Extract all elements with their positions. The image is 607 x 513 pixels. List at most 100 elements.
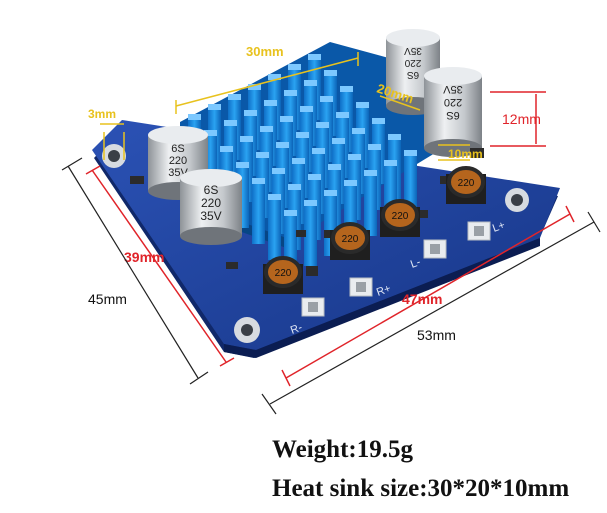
- heatsink-fin-top: [384, 160, 397, 166]
- heatsink-fin-top: [304, 200, 317, 206]
- mounting-hole-top-right: [505, 188, 529, 212]
- heatsink-fin-top: [204, 130, 217, 136]
- svg-text:35V: 35V: [200, 209, 221, 223]
- heatsink-fin-top: [352, 128, 365, 134]
- heatsink-fin-top: [288, 184, 301, 190]
- heatsink-fin: [304, 204, 317, 266]
- heatsink-fin-top: [372, 118, 385, 124]
- heatsink-fin: [252, 182, 265, 244]
- svg-text:L+: L+: [491, 219, 507, 235]
- heatsink-fin-top: [296, 132, 309, 138]
- svg-text:220: 220: [169, 155, 187, 167]
- output-pads: R- R+ L- L+: [289, 219, 507, 337]
- heatsink-fin-top: [312, 148, 325, 154]
- inductor-label: 220: [342, 234, 359, 245]
- heatsink-fin-top: [252, 178, 265, 184]
- heatsink-fin-top: [208, 104, 221, 110]
- svg-text:35V: 35V: [404, 45, 422, 56]
- heatsink-fin: [364, 174, 377, 236]
- heatsink: [180, 42, 440, 276]
- capacitor-marking: 6S: [446, 109, 459, 121]
- heatsink-length-label: 30mm: [246, 44, 284, 59]
- svg-text:R+: R+: [375, 283, 393, 299]
- hole-spacing-horizontal-label: 47mm: [402, 291, 442, 307]
- mounting-holes: [102, 144, 529, 343]
- inductor-coil: [447, 166, 485, 198]
- heatsink-fin-top: [340, 86, 353, 92]
- heatsink-fin-top: [248, 84, 261, 90]
- board-dimensions-red: [85, 91, 575, 387]
- heatsink-fin-top: [268, 194, 281, 200]
- heatsink-fin-top: [356, 102, 369, 108]
- mounting-hole-top-left: [102, 144, 126, 168]
- mounting-hole-bottom-left: [234, 317, 260, 343]
- svg-text:L-: L-: [409, 256, 423, 271]
- heatsink-fin-top: [324, 190, 337, 196]
- heatsink-fin-top: [224, 120, 237, 126]
- heatsink-fin-top: [328, 164, 341, 170]
- board-dimensions-black: [61, 157, 601, 415]
- weight-caption: Weight:19.5g: [272, 436, 413, 463]
- heatsink-fin-top: [336, 112, 349, 118]
- heatsink-fin-top: [268, 74, 281, 80]
- heatsink-fin-top: [332, 138, 345, 144]
- pad-r-minus: R-: [289, 297, 325, 337]
- inductors: 220 220 220 220: [263, 166, 486, 294]
- svg-text:220: 220: [444, 96, 462, 108]
- svg-text:220: 220: [201, 196, 221, 210]
- heatsink-fin-top: [288, 64, 301, 70]
- heatsink-fin-top: [264, 100, 277, 106]
- heatsink-size-caption: Heat sink size:30*20*10mm: [272, 475, 570, 502]
- heatsink-fin-top: [276, 142, 289, 148]
- heatsink-fin-top: [344, 180, 357, 186]
- heatsink-fin-top: [308, 174, 321, 180]
- heatsink-fin-top: [260, 126, 273, 132]
- heatsink-fin-top: [284, 210, 297, 216]
- heatsink-fin-top: [364, 170, 377, 176]
- pad-l-plus: L+: [467, 219, 507, 241]
- heatsink-fin-top: [304, 80, 317, 86]
- pad-l-minus: L-: [409, 239, 447, 271]
- inductor-coil: [264, 256, 302, 288]
- board-height-label: 45mm: [88, 291, 127, 307]
- capacitor-marking: 6S: [407, 69, 420, 80]
- heatsink-fin-top: [272, 168, 285, 174]
- board-width-label: 53mm: [417, 327, 456, 343]
- capacitor-height-label: 12mm: [502, 111, 541, 127]
- heatsink-fin: [268, 198, 281, 260]
- inductor-coil: [381, 199, 419, 231]
- inductor-coil: [331, 222, 369, 254]
- heatsink-height-label: 10mm: [448, 147, 483, 161]
- heatsink-dimensions: [100, 52, 470, 161]
- heatsink-fin-top: [292, 158, 305, 164]
- inductor-label: 220: [392, 211, 409, 222]
- heatsink-fin-top: [388, 134, 401, 140]
- heatsink-fin-top: [308, 54, 321, 60]
- hole-spacing-vertical-label: 39mm: [124, 249, 164, 265]
- capacitor-marking: 6S: [204, 183, 219, 197]
- heatsink-fin-top: [236, 162, 249, 168]
- heatsink-fin-top: [348, 154, 361, 160]
- svg-text:220: 220: [404, 57, 421, 68]
- capacitor-right-front: 6S 220 35V: [424, 67, 482, 157]
- inductor-label: 220: [458, 178, 475, 189]
- heatsink-fin-top: [320, 96, 333, 102]
- hole-diameter-label: 3mm: [88, 107, 116, 121]
- heatsink-fin-top: [256, 152, 269, 158]
- inductor-label: 220: [275, 268, 292, 279]
- heatsink-fin-top: [280, 116, 293, 122]
- svg-text:R-: R-: [289, 321, 304, 336]
- heatsink-fin-top: [404, 150, 417, 156]
- heatsink-fin-top: [228, 94, 241, 100]
- capacitor-marking: 6S: [171, 143, 184, 155]
- heatsink-fin-top: [284, 90, 297, 96]
- heatsink-fin-top: [324, 70, 337, 76]
- heatsink-fins: [188, 54, 417, 276]
- heatsink-fin-top: [316, 122, 329, 128]
- heatsink-fin-top: [244, 110, 257, 116]
- heatsink-fin-top: [220, 146, 233, 152]
- heatsink-fin-top: [368, 144, 381, 150]
- heatsink-fin-top: [240, 136, 253, 142]
- heatsink-fin-top: [188, 114, 201, 120]
